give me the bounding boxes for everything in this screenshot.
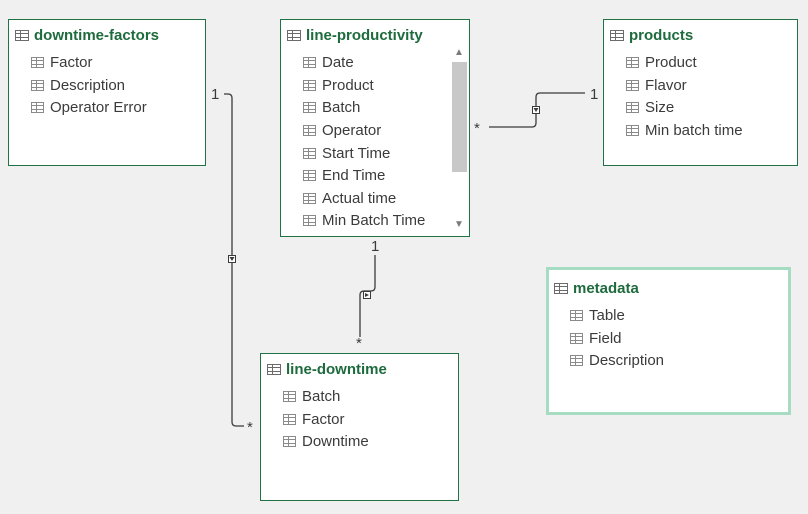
field-item[interactable]: Size — [626, 98, 674, 116]
relationship-downtime-factors-line-downtime[interactable] — [224, 93, 244, 427]
field-icon — [303, 56, 316, 68]
field-item[interactable]: Description — [31, 76, 125, 94]
field-icon — [303, 79, 316, 91]
field-item[interactable]: Downtime — [283, 432, 369, 450]
field-item[interactable]: Actual time — [303, 189, 396, 207]
field-icon — [570, 354, 583, 366]
field-label: Batch — [302, 387, 341, 405]
cardinality-many: * — [247, 419, 253, 436]
field-icon — [303, 101, 316, 113]
field-item[interactable]: End Time — [303, 166, 385, 184]
field-item[interactable]: Operator — [303, 121, 381, 139]
field-label: Description — [50, 76, 126, 94]
field-icon — [31, 56, 44, 68]
field-label: Factor — [302, 410, 345, 428]
field-label: Min batch time — [645, 121, 743, 139]
chevron-down-icon[interactable]: ▼ — [454, 219, 464, 230]
field-icon — [31, 101, 44, 113]
field-label: Min Batch Time — [322, 211, 426, 229]
field-label: Operator — [322, 121, 382, 139]
field-item[interactable]: Batch — [303, 98, 360, 116]
field-label: Factor — [50, 53, 93, 71]
field-label: Actual time — [322, 189, 397, 207]
table-icon — [554, 282, 568, 294]
field-icon — [626, 101, 639, 113]
relationship-line-productivity-line-downtime[interactable] — [359, 255, 376, 337]
table-header[interactable]: line-downtime — [267, 360, 387, 378]
table-card-line-downtime[interactable]: line-downtime Batch Factor Downtime — [260, 353, 459, 501]
scrollbar-thumb[interactable] — [452, 62, 467, 172]
field-item[interactable]: Factor — [283, 410, 345, 428]
field-icon — [626, 79, 639, 91]
field-item[interactable]: Factor — [31, 53, 93, 71]
table-icon — [287, 29, 301, 41]
field-icon — [570, 309, 583, 321]
field-label: Downtime — [302, 432, 369, 450]
field-icon — [626, 124, 639, 136]
field-icon — [570, 332, 583, 344]
field-item[interactable]: Batch — [283, 387, 340, 405]
field-icon — [283, 390, 296, 402]
field-item[interactable]: Table — [570, 306, 625, 324]
table-title: metadata — [573, 279, 639, 297]
field-label: Date — [322, 53, 354, 71]
field-label: Batch — [322, 98, 361, 116]
field-icon — [31, 79, 44, 91]
table-header[interactable]: line-productivity — [287, 26, 423, 44]
field-item[interactable]: Min batch time — [626, 121, 743, 139]
table-card-downtime-factors[interactable]: downtime-factors Factor Description Oper… — [8, 19, 206, 166]
field-item[interactable]: Product — [626, 53, 697, 71]
field-label: Flavor — [645, 76, 687, 94]
field-item[interactable]: Operator Error — [31, 98, 147, 116]
field-item[interactable]: Product — [303, 76, 374, 94]
field-label: Product — [645, 53, 697, 71]
vertical-scrollbar[interactable]: ▲ ▼ — [451, 46, 467, 232]
relationship-products-line-productivity[interactable] — [489, 92, 585, 128]
field-label: Start Time — [322, 144, 391, 162]
table-icon — [15, 29, 29, 41]
table-card-products[interactable]: products Product Flavor Size Min batch t… — [603, 19, 798, 166]
field-label: Table — [589, 306, 625, 324]
cardinality-one: 1 — [211, 86, 219, 103]
table-title: downtime-factors — [34, 26, 160, 44]
field-label: Field — [589, 329, 622, 347]
field-icon — [626, 56, 639, 68]
table-title: line-productivity — [306, 26, 423, 44]
field-item[interactable]: Start Time — [303, 144, 390, 162]
table-card-line-productivity[interactable]: line-productivity Date Product Batch Ope… — [280, 19, 470, 237]
field-icon — [303, 169, 316, 181]
field-icon — [283, 435, 296, 447]
field-item[interactable]: Description — [570, 351, 664, 369]
table-title: line-downtime — [286, 360, 387, 378]
field-label: Operator Error — [50, 98, 147, 116]
cardinality-one: 1 — [590, 86, 598, 103]
table-header[interactable]: products — [610, 26, 693, 44]
table-title: products — [629, 26, 694, 44]
chevron-up-icon[interactable]: ▲ — [454, 47, 464, 58]
field-item[interactable]: Min Batch Time — [303, 211, 425, 229]
table-header[interactable]: downtime-factors — [15, 26, 159, 44]
field-label: Description — [589, 351, 665, 369]
table-card-metadata[interactable]: metadata Table Field Description — [546, 267, 791, 415]
table-icon — [267, 363, 281, 375]
field-icon — [303, 147, 316, 159]
cardinality-one: 1 — [371, 238, 379, 255]
field-label: Product — [322, 76, 374, 94]
cardinality-many: * — [474, 120, 480, 137]
field-label: End Time — [322, 166, 386, 184]
field-icon — [303, 214, 316, 226]
table-icon — [610, 29, 624, 41]
field-item[interactable]: Date — [303, 53, 354, 71]
field-item[interactable]: Flavor — [626, 76, 687, 94]
field-label: Size — [645, 98, 675, 116]
table-header[interactable]: metadata — [554, 279, 639, 297]
field-icon — [283, 413, 296, 425]
field-item[interactable]: Field — [570, 329, 622, 347]
field-icon — [303, 192, 316, 204]
field-icon — [303, 124, 316, 136]
cardinality-many: * — [356, 335, 362, 352]
